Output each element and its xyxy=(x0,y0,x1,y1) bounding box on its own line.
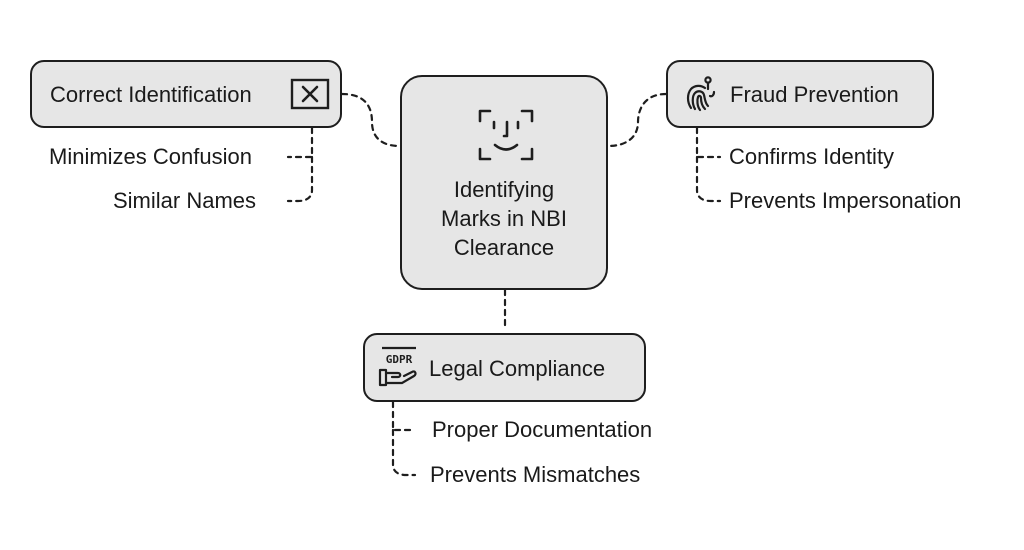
connector-prevents-mismatches xyxy=(391,428,417,477)
branch-correct-identification: Correct Identification xyxy=(30,60,342,128)
center-node: Identifying Marks in NBI Clearance xyxy=(400,75,608,290)
gdpr-hand-icon: GDPR xyxy=(378,346,417,387)
branch-fraud-prevention: Fraud Prevention xyxy=(666,60,934,128)
center-title: Identifying Marks in NBI Clearance xyxy=(402,175,606,262)
leaf-minimizes-confusion: Minimizes Confusion xyxy=(49,144,252,169)
close-box-icon xyxy=(290,78,330,110)
branch-title: Fraud Prevention xyxy=(730,82,899,107)
connector-correct-identification xyxy=(340,92,402,148)
leaf-similar-names: Similar Names xyxy=(113,188,257,213)
leaf-confirms-identity: Confirms Identity xyxy=(729,144,895,169)
leaf-proper-documentation: Proper Documentation xyxy=(432,417,653,442)
center-title-line-3: Clearance xyxy=(453,235,555,260)
connector-minimizes-confusion xyxy=(286,126,314,159)
leaf-prevents-mismatches: Prevents Mismatches xyxy=(430,462,641,487)
gdpr-text: GDPR xyxy=(386,353,413,366)
fingerprint-icon xyxy=(686,76,716,112)
branch-title: Legal Compliance xyxy=(429,356,606,381)
face-id-icon xyxy=(478,109,534,161)
connector-similar-names xyxy=(286,155,314,203)
leaf-prevents-impersonation: Prevents Impersonation xyxy=(729,188,962,213)
connector-fraud-prevention xyxy=(606,92,668,148)
branch-legal-compliance: GDPR Legal Compliance xyxy=(363,333,646,402)
connector-proper-documentation xyxy=(391,400,417,432)
connector-confirms-identity xyxy=(695,126,722,159)
center-title-line-1: Identifying xyxy=(453,177,555,202)
center-title-line-2: Marks in NBI xyxy=(441,206,567,231)
branch-title: Correct Identification xyxy=(50,82,252,107)
connector-prevents-impersonation xyxy=(695,155,722,203)
